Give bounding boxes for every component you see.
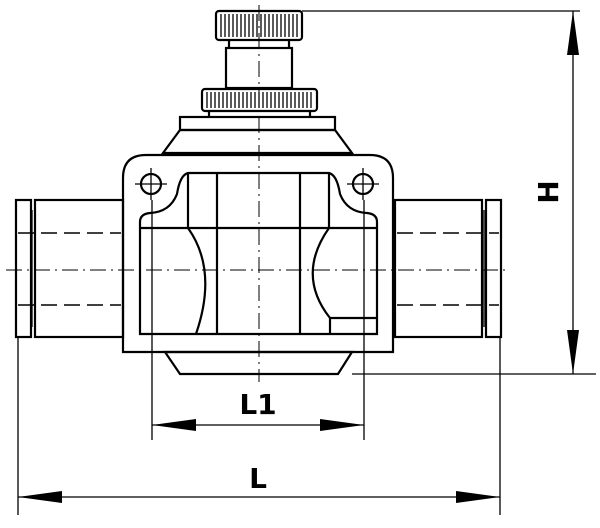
dimension-label-l1: L1 xyxy=(239,388,276,421)
top-knob xyxy=(214,9,304,90)
left-port-fitting xyxy=(14,198,125,339)
right-port-fitting xyxy=(393,198,503,339)
dimension-label-h: H xyxy=(532,180,565,203)
dimension-label-l: L xyxy=(249,462,267,495)
dimension-l1: L1 xyxy=(151,200,365,440)
dimension-l: L xyxy=(17,337,501,515)
dimension-h: H xyxy=(302,10,596,375)
valve-body xyxy=(121,153,395,376)
lock-nut xyxy=(200,87,319,117)
collar xyxy=(160,115,355,155)
centerlines xyxy=(6,5,510,382)
